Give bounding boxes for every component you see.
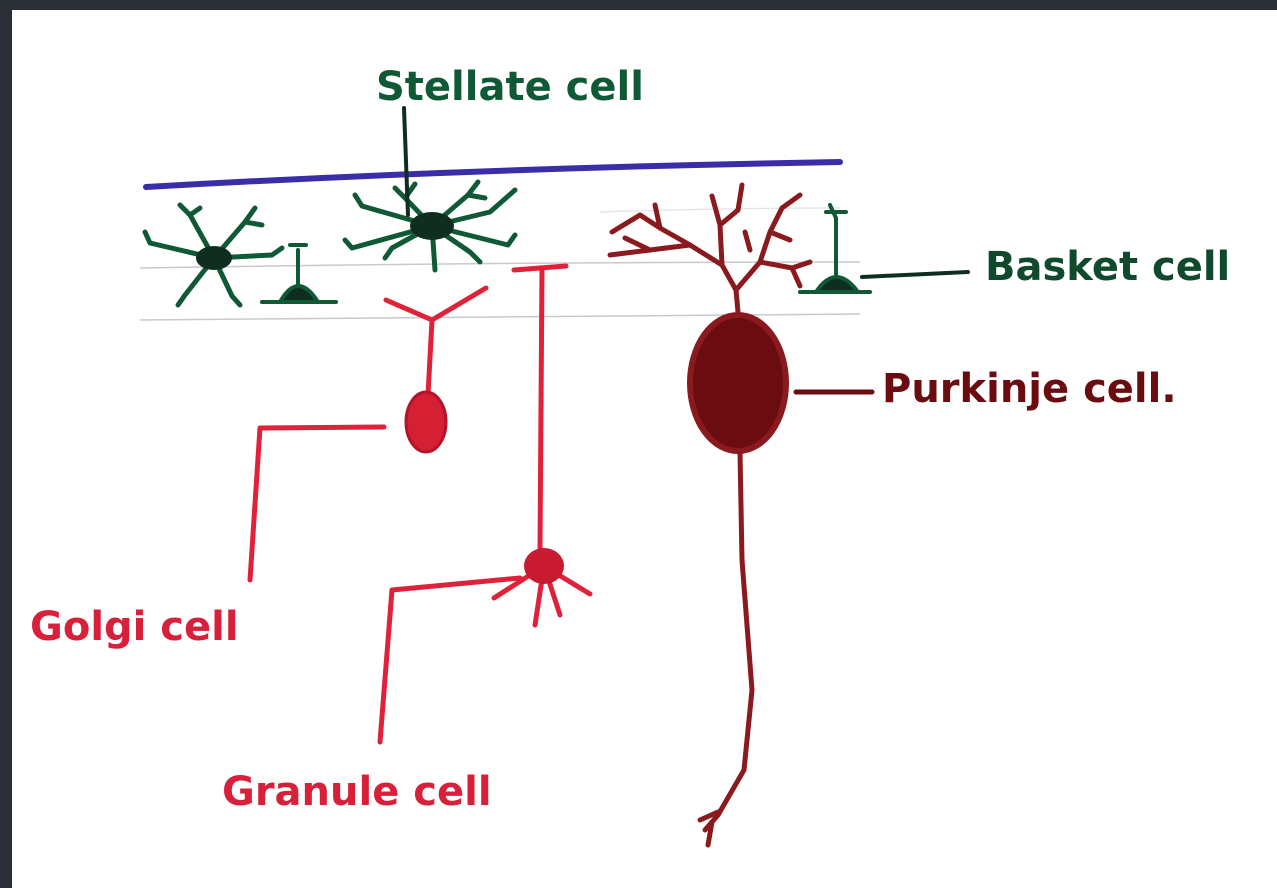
basket-label-leader [862,272,968,277]
pia-surface-line [146,162,840,187]
layer-line-faint [600,208,840,212]
stellate-cell-main [345,182,515,270]
basket-cell-label: Basket cell [985,244,1230,290]
purkinje-cell [610,185,810,845]
stellate-cell-label: Stellate cell [376,64,644,110]
granule-cell-label: Granule cell [222,769,492,815]
granule-label-leader [380,578,520,742]
stellate-cell-left [145,205,282,305]
layer-line-upper [140,262,860,268]
golgi-label-leader [250,427,384,580]
golgi-cell-label: Golgi cell [30,604,239,650]
granule-cell [494,266,590,625]
purkinje-cell-label: Purkinje cell. [882,366,1177,412]
golgi-cell [386,288,486,452]
basket-cell [800,205,870,292]
